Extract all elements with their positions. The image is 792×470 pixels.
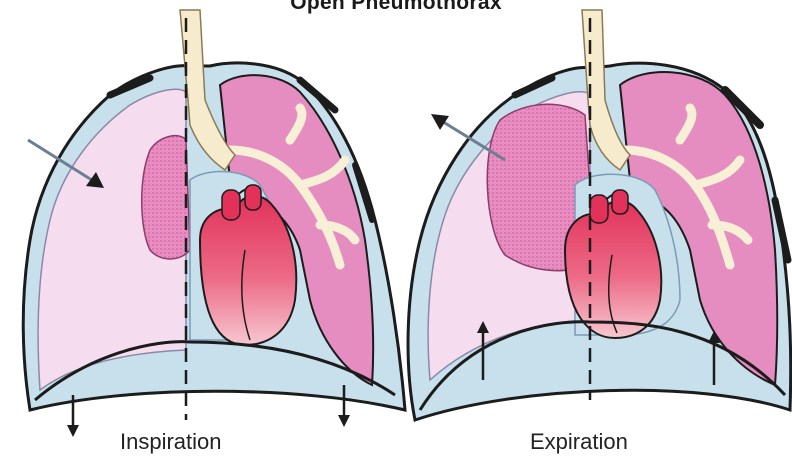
inspiration-caption: Inspiration bbox=[120, 429, 222, 455]
expiration-caption: Expiration bbox=[530, 429, 628, 455]
inspiration-panel bbox=[23, 10, 405, 437]
expiration-panel bbox=[408, 10, 791, 420]
inspiration-collapsed-lung bbox=[142, 136, 190, 259]
